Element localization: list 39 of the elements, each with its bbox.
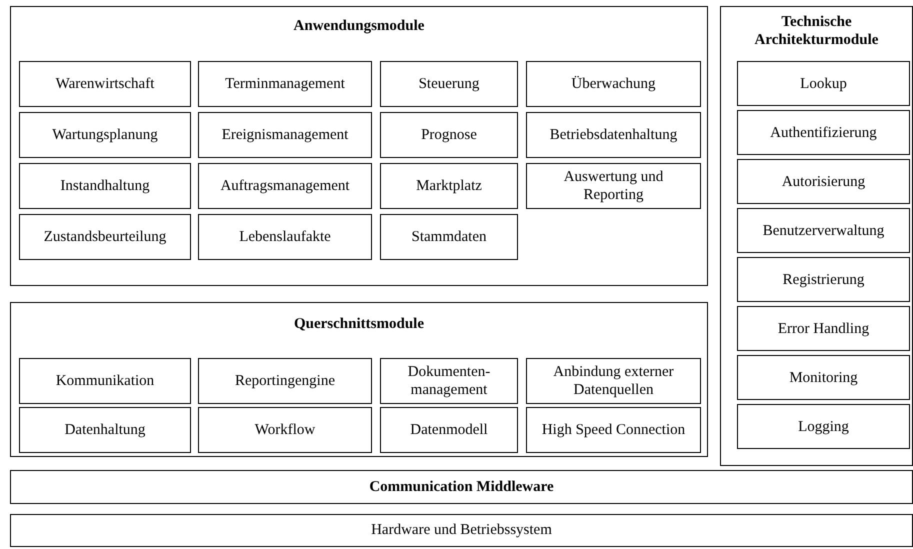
- module-box: Warenwirtschaft: [19, 61, 191, 107]
- module-box: Überwachung: [526, 61, 701, 107]
- group-title: Anwendungsmodule: [292, 17, 426, 35]
- module-box: Benutzerverwaltung: [737, 208, 910, 253]
- module-box: Autorisierung: [737, 159, 910, 204]
- module-box: Steuerung: [380, 61, 518, 107]
- module-box: High Speed Connection: [526, 407, 701, 453]
- module-box: Workflow: [198, 407, 372, 453]
- module-box: Auftragsmanagement: [198, 163, 372, 209]
- module-group-panel: [10, 302, 708, 457]
- module-box: Registrierung: [737, 257, 910, 302]
- module-box: Stammdaten: [380, 214, 518, 260]
- module-box: Error Handling: [737, 306, 910, 351]
- module-box: Lookup: [737, 61, 910, 106]
- module-box: Datenhaltung: [19, 407, 191, 453]
- module-box: Marktplatz: [380, 163, 518, 209]
- module-box: Logging: [737, 404, 910, 449]
- module-box: Ereignismanagement: [198, 112, 372, 158]
- module-box: Zustandsbeurteilung: [19, 214, 191, 260]
- group-title: Querschnittsmodule: [292, 315, 425, 333]
- layer-band: Communication Middleware: [10, 470, 913, 504]
- module-box: Dokumenten-management: [380, 358, 518, 404]
- module-box: Prognose: [380, 112, 518, 158]
- module-box: Kommunikation: [19, 358, 191, 404]
- module-box: Auswertung und Reporting: [526, 163, 701, 209]
- module-box: Monitoring: [737, 355, 910, 400]
- module-box: Reportingengine: [198, 358, 372, 404]
- group-title: Technische Architekturmodule: [754, 13, 880, 49]
- module-box: Betriebsdatenhaltung: [526, 112, 701, 158]
- module-box: Lebenslaufakte: [198, 214, 372, 260]
- module-box: Terminmanagement: [198, 61, 372, 107]
- module-group-panel: [720, 6, 913, 466]
- module-box: Instandhaltung: [19, 163, 191, 209]
- module-group-panel: [10, 6, 708, 286]
- module-box: Datenmodell: [380, 407, 518, 453]
- layer-band: Hardware und Betriebssystem: [10, 514, 913, 547]
- module-box: Wartungsplanung: [19, 112, 191, 158]
- module-box: Authentifizierung: [737, 110, 910, 155]
- module-box: Anbindung externer Datenquellen: [526, 358, 701, 404]
